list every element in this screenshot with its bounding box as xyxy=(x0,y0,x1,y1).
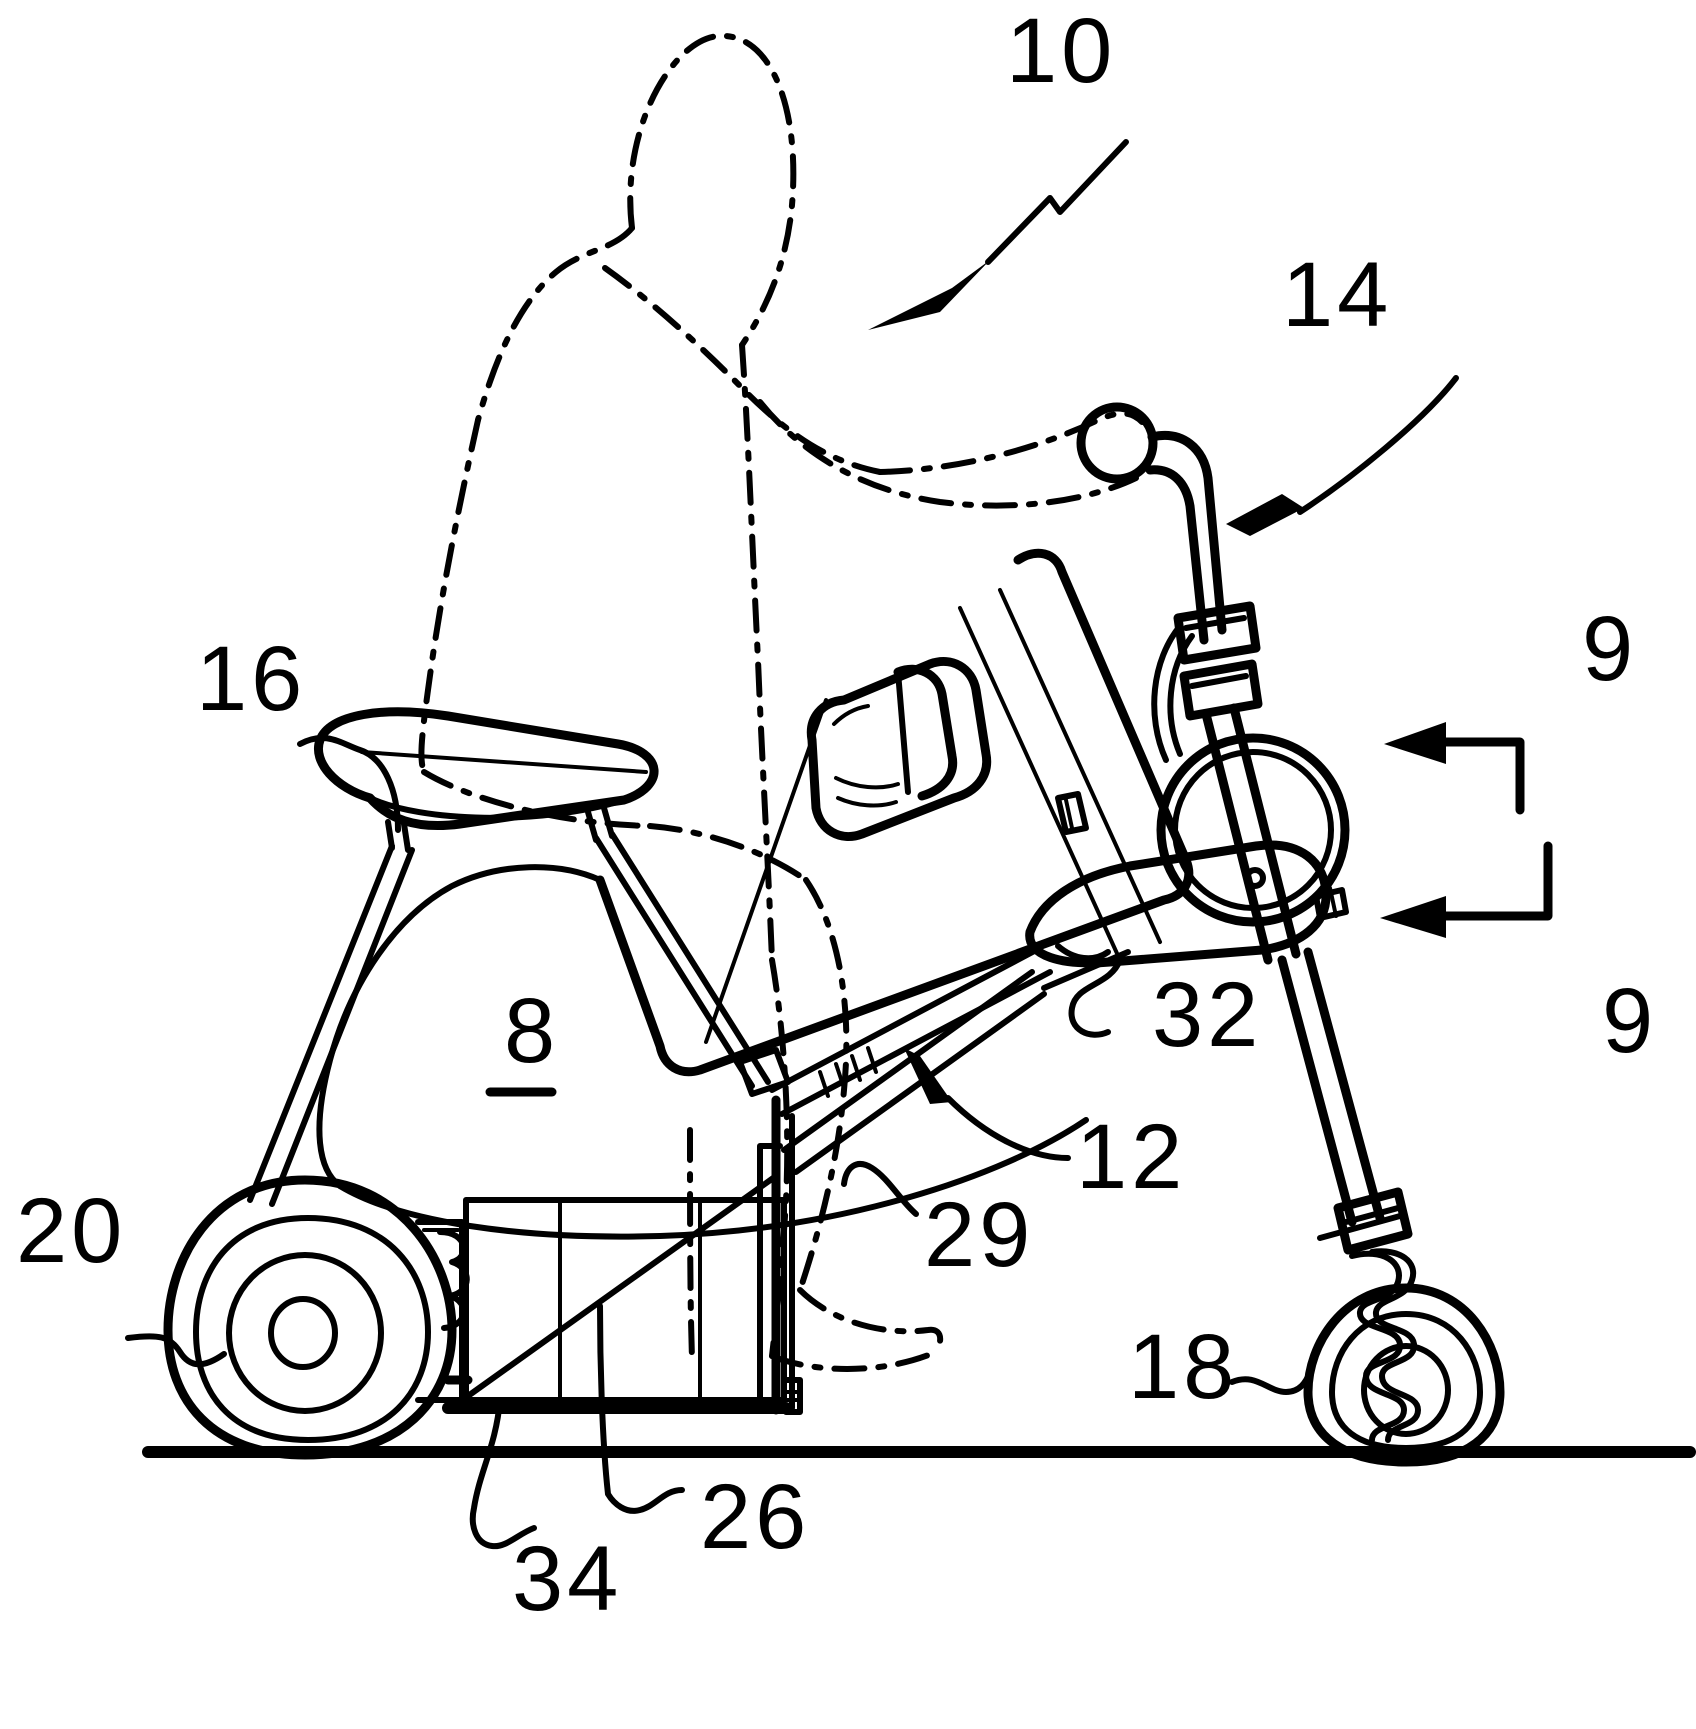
leader-20 xyxy=(125,1333,227,1368)
main-frame xyxy=(465,945,1131,1415)
section-label-9-upper: 9 xyxy=(1582,598,1637,700)
control-recess xyxy=(806,657,992,841)
handlebar-assembly xyxy=(1076,402,1301,965)
figure-number: 8 xyxy=(504,980,559,1082)
leader-18 xyxy=(1229,1369,1313,1395)
leader-14 xyxy=(1226,375,1459,536)
ref-numeral-20: 20 xyxy=(16,1180,126,1282)
front-shroud xyxy=(1025,733,1350,968)
leader-16 xyxy=(297,735,401,833)
ref-numeral-26: 26 xyxy=(700,1466,810,1568)
leader-34 xyxy=(469,1397,537,1550)
section-label-9-lower: 9 xyxy=(1602,970,1657,1072)
ref-numeral-32: 32 xyxy=(1152,964,1262,1066)
ref-numeral-14: 14 xyxy=(1282,244,1392,346)
ref-numeral-12: 12 xyxy=(1076,1106,1186,1208)
leader-32 xyxy=(1068,957,1123,1038)
seat-support-frame xyxy=(247,831,791,1207)
leader-26 xyxy=(597,1303,685,1514)
ref-numeral-18: 18 xyxy=(1128,1316,1238,1418)
rider-silhouette xyxy=(418,32,1145,1372)
seat xyxy=(314,707,659,853)
leader-12 xyxy=(904,1048,1071,1161)
leader-29 xyxy=(841,1161,919,1217)
ref-numeral-29: 29 xyxy=(924,1184,1034,1286)
front-suspension xyxy=(1277,947,1505,1467)
rear-wheel xyxy=(163,1175,457,1460)
section-marker-9-upper xyxy=(1384,722,1525,815)
ref-numeral-34: 34 xyxy=(512,1528,622,1630)
section-marker-9-lower xyxy=(1380,841,1553,938)
ref-numeral-10: 10 xyxy=(1006,0,1116,102)
leader-10 xyxy=(868,139,1129,330)
ref-numeral-16: 16 xyxy=(196,628,306,730)
